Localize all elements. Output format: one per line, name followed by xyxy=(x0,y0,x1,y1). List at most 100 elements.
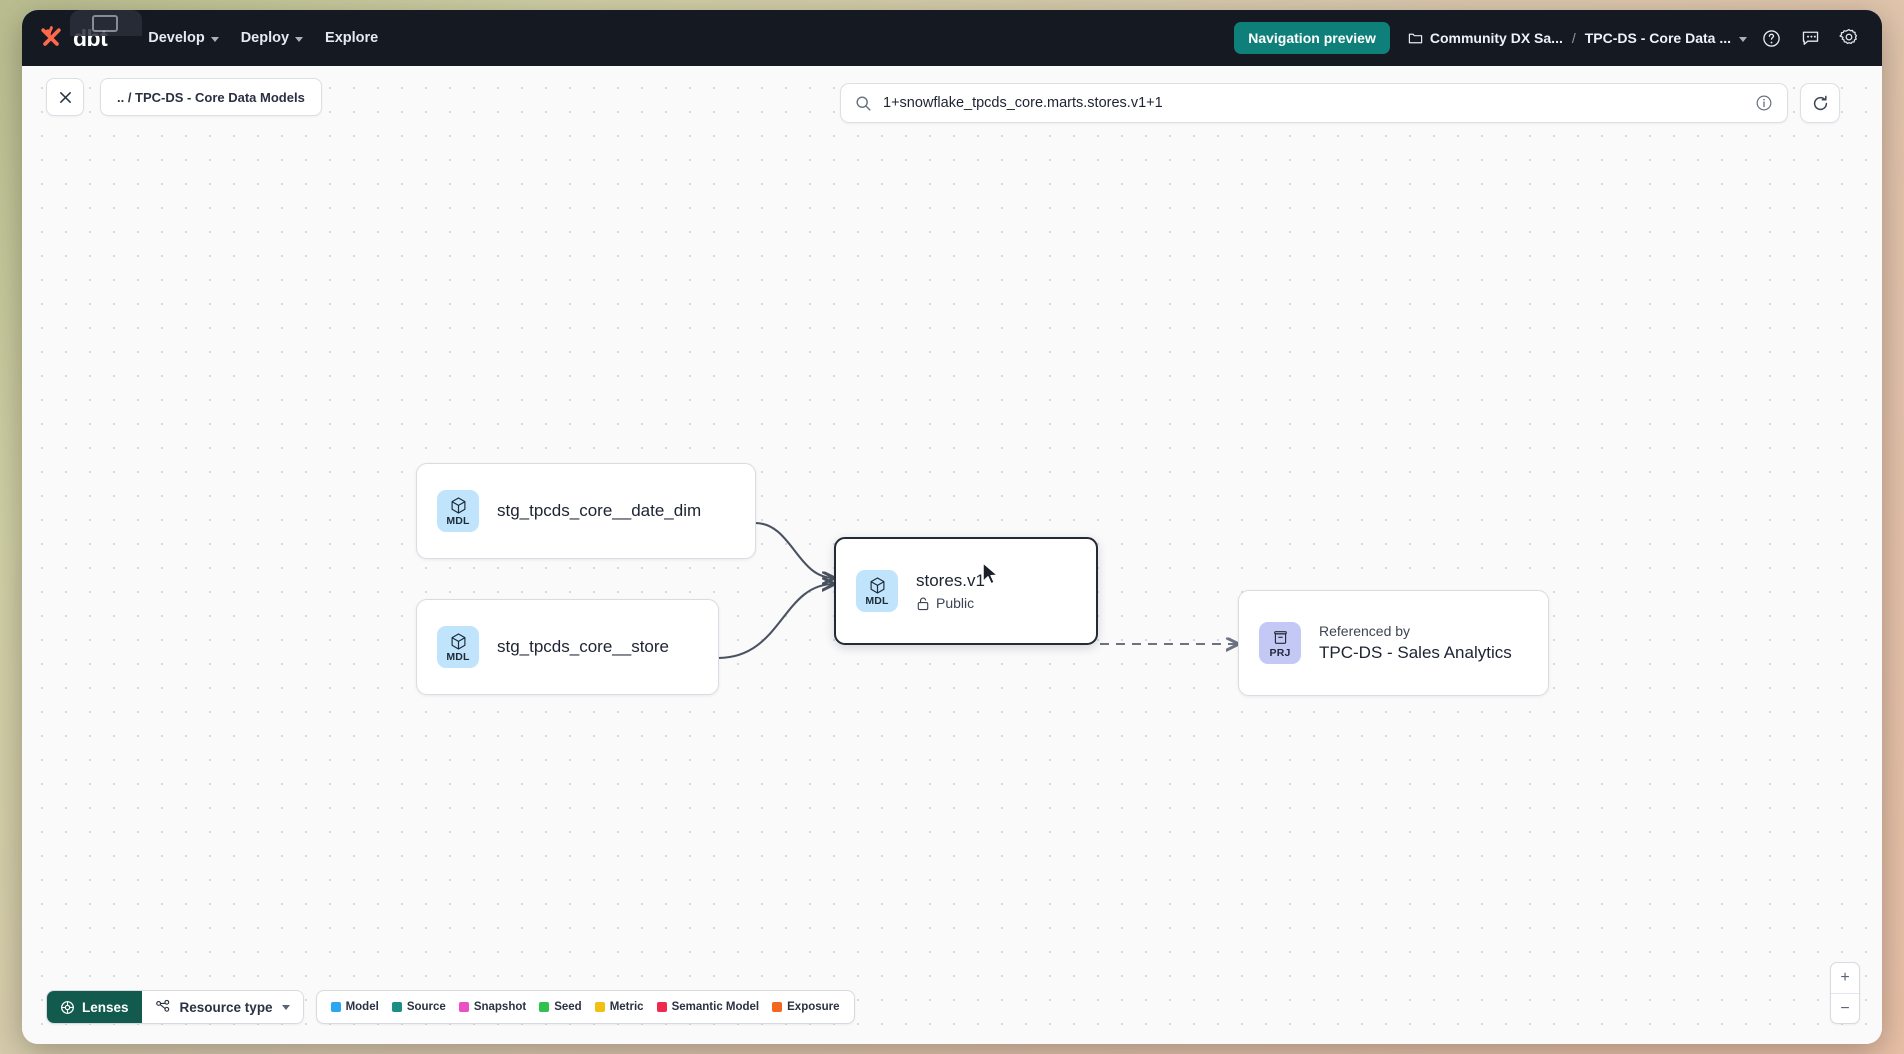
node-access-label: Public xyxy=(936,595,975,611)
chevron-down-icon xyxy=(295,36,304,42)
legend-swatch xyxy=(772,1002,783,1012)
canvas-toolbar: .. / TPC-DS - Core Data Models xyxy=(22,66,1882,128)
legend-swatch xyxy=(539,1002,550,1012)
node-text-stack: stores.v1 Public xyxy=(916,571,985,611)
project-breadcrumb[interactable]: TPC-DS - Core Data ... xyxy=(1585,30,1747,46)
settings-button[interactable] xyxy=(1834,23,1864,53)
search-icon xyxy=(856,95,871,111)
feedback-button[interactable] xyxy=(1795,23,1825,53)
feedback-icon xyxy=(1802,31,1818,45)
canvas-bottom-bar: Lenses Resource type Model Source Snapshot… xyxy=(46,990,855,1024)
model-badge-label: MDL xyxy=(446,650,470,663)
project-breadcrumb-chip[interactable]: .. / TPC-DS - Core Data Models xyxy=(100,78,322,116)
legend-swatch xyxy=(458,1002,469,1012)
legend-item[interactable]: Semantic Model xyxy=(656,1001,760,1013)
node-label: stg_tpcds_core__date_dim xyxy=(497,501,702,520)
edge-store-to-stores xyxy=(717,584,834,660)
unlock-icon xyxy=(917,597,929,610)
legend-label: Metric xyxy=(609,1001,644,1013)
zoom-in-button[interactable]: + xyxy=(1840,969,1850,986)
project-icon xyxy=(1273,630,1287,644)
lineage-search-input[interactable] xyxy=(883,95,1755,111)
tab-favicon xyxy=(92,15,118,32)
lens-icon xyxy=(61,1000,74,1014)
node-access: Public xyxy=(916,595,985,611)
chevron-down-icon xyxy=(1739,36,1747,42)
lenses-group: Lenses Resource type xyxy=(46,990,304,1024)
refresh-lineage-button[interactable] xyxy=(1800,83,1840,123)
chevron-down-icon xyxy=(281,1004,290,1010)
nav-item-deploy[interactable]: Deploy xyxy=(230,23,314,53)
legend-label: Seed xyxy=(554,1001,582,1013)
zoom-controls: + − xyxy=(1830,962,1860,1024)
help-button[interactable] xyxy=(1756,23,1786,53)
resource-type-legend: Model Source Snapshot Seed Metric Semantic Mo… xyxy=(315,990,855,1024)
nav-item-develop-label: Develop xyxy=(148,30,205,46)
legend-item[interactable]: Exposure xyxy=(772,1001,840,1013)
node-text-stack: Referenced by TPC-DS - Sales Analytics xyxy=(1319,623,1512,663)
dbt-logo-icon xyxy=(41,26,61,46)
folder-icon xyxy=(1408,33,1423,43)
project-badge-label: PRJ xyxy=(1269,646,1291,659)
close-icon xyxy=(59,91,71,103)
chevron-down-icon xyxy=(210,36,219,42)
nodes-icon xyxy=(155,999,169,1012)
node-project-name: TPC-DS - Sales Analytics xyxy=(1319,643,1512,662)
project-name: TPC-DS - Core Data ... xyxy=(1584,30,1731,46)
lineage-node-stg-tpcds-core-date-dim[interactable]: MDL stg_tpcds_core__date_dim xyxy=(416,463,756,559)
browser-window: dbt Develop Deploy Explore Navigation pr… xyxy=(22,10,1882,1044)
legend-label: Exposure xyxy=(787,1001,840,1013)
project-badge: PRJ xyxy=(1259,622,1301,664)
info-circle-icon[interactable] xyxy=(1755,94,1773,112)
cube-icon xyxy=(870,577,884,594)
cube-icon xyxy=(451,633,465,650)
legend-item[interactable]: Metric xyxy=(594,1001,644,1013)
lenses-label: Lenses xyxy=(82,999,129,1015)
navigation-preview-button[interactable]: Navigation preview xyxy=(1234,22,1390,54)
model-badge-label: MDL xyxy=(446,514,470,527)
legend-item[interactable]: Model xyxy=(330,1001,379,1013)
resource-type-label: Resource type xyxy=(179,999,273,1015)
gear-icon xyxy=(1839,28,1858,45)
legend-label: Semantic Model xyxy=(671,1001,760,1013)
account-breadcrumb[interactable]: Community DX Sa... xyxy=(1408,30,1563,46)
legend-item[interactable]: Source xyxy=(391,1001,446,1013)
legend-swatch xyxy=(391,1002,402,1012)
model-badge-label: MDL xyxy=(865,594,889,607)
legend-swatch xyxy=(330,1002,341,1012)
top-navigation-bar: dbt Develop Deploy Explore Navigation pr… xyxy=(22,10,1882,66)
lineage-canvas[interactable]: MDL stg_tpcds_core__date_dim MDL stg_tpc… xyxy=(22,66,1882,1044)
legend-item[interactable]: Snapshot xyxy=(458,1001,527,1013)
legend-label: Model xyxy=(345,1001,379,1013)
browser-tab-nub[interactable] xyxy=(70,10,142,36)
lineage-search-box[interactable] xyxy=(840,83,1788,123)
search-area xyxy=(840,83,1840,123)
model-badge: MDL xyxy=(856,570,898,612)
nav-item-explore-label: Explore xyxy=(325,30,379,46)
nav-item-deploy-label: Deploy xyxy=(240,30,290,46)
zoom-out-button[interactable]: − xyxy=(1831,993,1859,1023)
lineage-graph xyxy=(717,521,1882,660)
lenses-button[interactable]: Lenses xyxy=(47,991,142,1023)
legend-swatch xyxy=(594,1002,605,1012)
nav-item-develop[interactable]: Develop xyxy=(137,23,229,53)
legend-item[interactable]: Seed xyxy=(539,1001,582,1013)
nav-separator: / xyxy=(1571,30,1576,46)
lineage-node-stg-tpcds-core-store[interactable]: MDL stg_tpcds_core__store xyxy=(416,599,719,695)
lineage-node-stores-v1[interactable]: MDL stores.v1 Public xyxy=(834,537,1098,645)
legend-swatch xyxy=(656,1002,667,1012)
node-title: stores.v1 xyxy=(916,571,985,590)
legend-label: Snapshot xyxy=(473,1001,527,1013)
cube-icon xyxy=(451,497,465,514)
model-badge: MDL xyxy=(437,626,479,668)
edge-date-dim-to-stores xyxy=(754,521,834,578)
help-circle-icon xyxy=(1762,29,1780,47)
nav-item-explore[interactable]: Explore xyxy=(314,23,389,53)
model-badge: MDL xyxy=(437,490,479,532)
node-referenced-by-label: Referenced by xyxy=(1319,623,1411,639)
resource-type-dropdown[interactable]: Resource type xyxy=(141,991,303,1023)
lineage-node-referenced-by-project[interactable]: PRJ Referenced by TPC-DS - Sales Analyti… xyxy=(1238,590,1549,696)
refresh-icon xyxy=(1813,95,1827,110)
legend-label: Source xyxy=(406,1001,446,1013)
close-lineage-button[interactable] xyxy=(46,78,84,116)
